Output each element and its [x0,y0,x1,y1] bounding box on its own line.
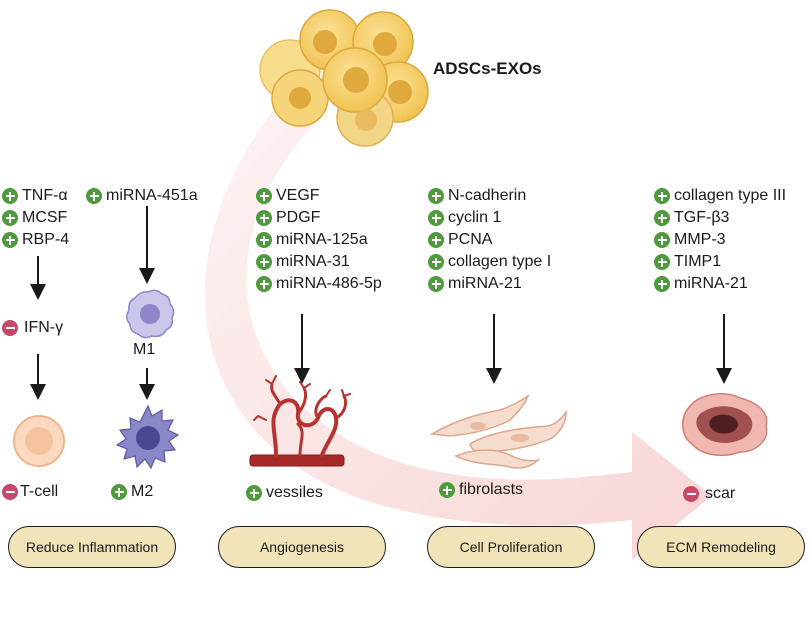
flow-arrow [204,90,712,560]
upregulated-marker-icon [428,232,444,248]
factor-label: MCSF [22,209,68,226]
upregulated-marker-icon [439,482,455,498]
factor-label: miRNA-31 [276,253,350,270]
scar-label: scar [705,485,736,502]
upregulated-marker-icon [428,188,444,204]
m1-label: M1 [133,341,156,358]
factor-label: N-cadherin [448,187,527,204]
factor-label: cyclin 1 [448,209,502,226]
upregulated-marker-icon [2,188,18,204]
downregulated-marker-icon [2,484,18,500]
downregulated-marker-icon [683,486,699,502]
factor-label: TNF-α [22,187,68,204]
upregulated-marker-icon [2,232,18,248]
factor-label: miRNA-486-5p [276,275,382,292]
upregulated-marker-icon [654,232,670,248]
t-cell-label: T-cell [20,483,59,500]
fibroblasts-label: fibrolasts [459,481,524,498]
factor-label: TGF-β3 [674,209,730,226]
factor-label: miRNA-21 [674,275,748,292]
adsc-cluster-icon [259,9,429,147]
upregulated-marker-icon [2,210,18,226]
upregulated-marker-icon [256,210,272,226]
m1-macrophage-icon [126,289,175,339]
factor-label: collagen type III [674,187,787,204]
upregulated-marker-icon [428,210,444,226]
t-cell-icon [13,415,65,467]
upregulated-marker-icon [428,276,444,292]
factor-label: miRNA-21 [448,275,522,292]
panel-label-ecm-remodeling: ECM Remodeling [637,526,805,568]
vessels-label: vessiles [266,484,323,501]
factor-label: collagen type I [448,253,552,270]
factor-label: PDGF [276,209,321,226]
factor-label: miRNA-125a [276,231,368,248]
panel-label-angiogenesis: Angiogenesis [218,526,386,568]
upregulated-marker-icon [654,276,670,292]
panel-label-reduce-inflammation: Reduce Inflammation [8,526,176,568]
factor-label: PCNA [448,231,493,248]
factor-label: RBP-4 [22,231,70,248]
upregulated-marker-icon [256,232,272,248]
upregulated-marker-icon [256,276,272,292]
scar-icon [682,393,768,457]
m2-macrophage-icon [115,404,180,470]
factor-label: MMP-3 [674,231,726,248]
panel-label-cell-proliferation: Cell Proliferation [427,526,595,568]
upregulated-marker-icon [654,254,670,270]
factor-label: TIMP1 [674,253,722,270]
vessels-icon [249,375,351,467]
upregulated-marker-icon [256,188,272,204]
upregulated-marker-icon [428,254,444,270]
upregulated-marker-icon [654,210,670,226]
ifn-label: IFN-γ [24,319,64,336]
upregulated-marker-icon [246,485,262,501]
upregulated-marker-icon [111,484,127,500]
factor-label: VEGF [276,187,320,204]
fibroblasts-icon [429,394,567,469]
downregulated-marker-icon [2,320,18,336]
m2-label: M2 [131,483,154,500]
upregulated-marker-icon [256,254,272,270]
source-label: ADSCs-EXOs [433,59,542,78]
upregulated-marker-icon [86,188,102,204]
upregulated-marker-icon [654,188,670,204]
factor-label: miRNA-451a [106,187,198,204]
